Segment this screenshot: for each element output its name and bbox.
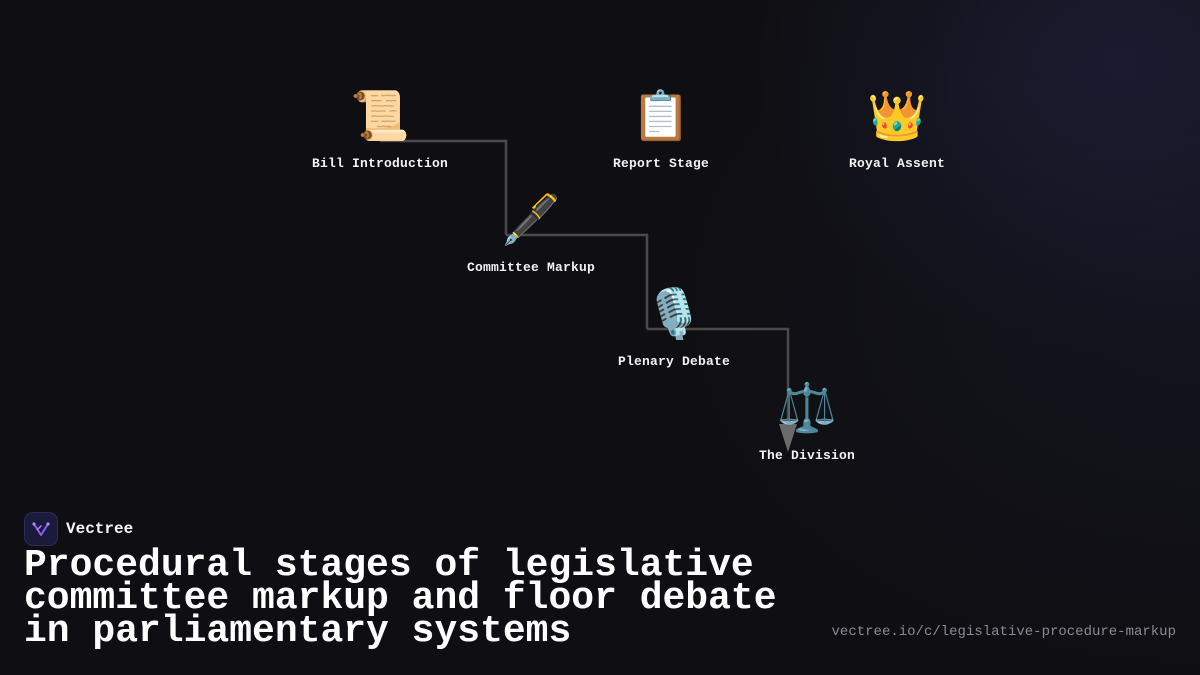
arrowhead-division — [779, 424, 797, 452]
node-label: Royal Assent — [848, 156, 945, 171]
clipboard-icon: 📋 — [631, 88, 691, 144]
fountain-pen-icon: 🖋️ — [501, 192, 561, 248]
node-plenary-debate: 🎙️ Plenary Debate — [574, 286, 774, 369]
node-label: Bill Introduction — [311, 156, 449, 171]
vectree-logo-mark — [32, 522, 50, 536]
page-title: Procedural stages of legislative committ… — [24, 544, 777, 653]
node-committee-markup: 🖋️ Committee Markup — [431, 192, 631, 275]
node-label: Committee Markup — [466, 260, 596, 275]
source-url: vectree.io/c/legislative-procedure-marku… — [831, 624, 1176, 640]
vectree-logo-icon — [24, 512, 58, 546]
connector-plenary-to-division — [647, 327, 790, 428]
node-label: The Division — [758, 448, 855, 463]
node-report-stage: 📋 Report Stage — [561, 88, 761, 171]
node-bill-introduction: 📜 Bill Introduction — [280, 88, 480, 171]
connector-bill-to-committee — [380, 139, 508, 235]
node-royal-assent: 👑 Royal Assent — [797, 88, 997, 171]
node-the-division: ⚖️ The Division — [707, 380, 907, 463]
balance-scale-icon: ⚖️ — [777, 380, 837, 436]
connector-committee-to-plenary — [506, 233, 649, 329]
crown-icon: 👑 — [867, 88, 927, 144]
microphone-icon: 🎙️ — [644, 286, 704, 342]
node-label: Plenary Debate — [617, 354, 731, 369]
brand: Vectree — [24, 512, 133, 546]
node-label: Report Stage — [612, 156, 709, 171]
brand-name: Vectree — [66, 520, 134, 538]
scroll-icon: 📜 — [350, 88, 410, 144]
